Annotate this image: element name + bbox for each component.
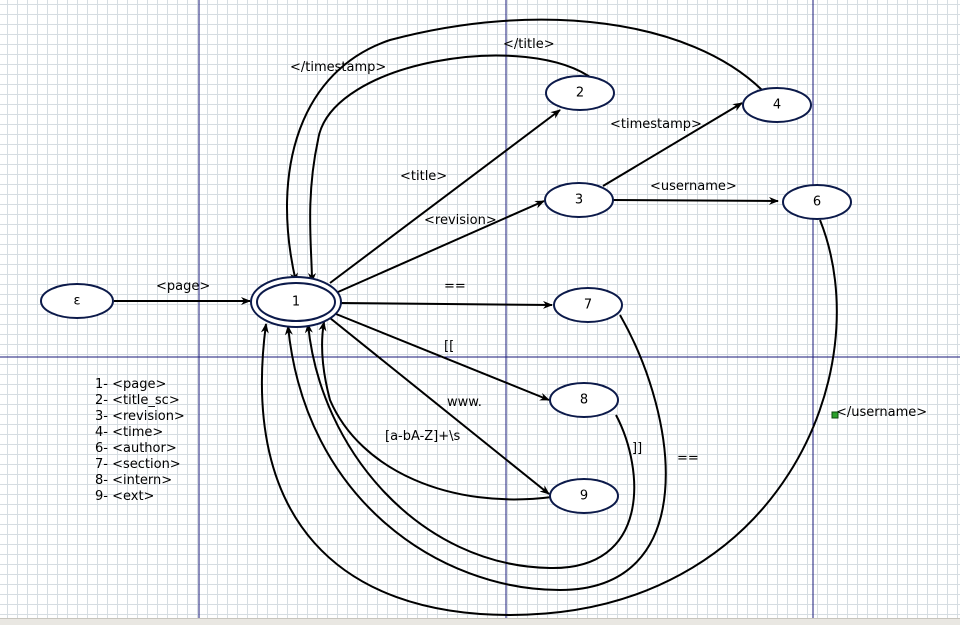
edge-9-to-1[interactable] [318,321,553,501]
state-1-label: 1 [292,295,300,310]
state-3-label: 3 [575,193,583,208]
edge-8-to-1[interactable] [304,323,636,570]
edge-1-to-7[interactable] [340,300,553,309]
edge-1-to-9[interactable] [329,317,550,495]
state-4[interactable]: 4 [742,87,812,123]
legend: 1- <page> 2- <title_sc> 3- <revision> 4-… [95,377,185,504]
edge-label-timestamp-close: </timestamp> [290,60,386,75]
state-2-label: 2 [576,86,584,101]
edge-3-to-4[interactable] [602,102,743,187]
state-8[interactable]: 8 [549,382,619,418]
edge-label-eq-section: == [444,279,466,294]
state-3[interactable]: 3 [544,182,614,218]
legend-item: 3- <revision> [95,409,185,424]
edge-label-regex: [a-bA-Z]+\s [385,429,461,444]
edge-1-to-8[interactable] [335,313,550,401]
edge-7-to-1[interactable] [284,314,667,592]
edge-2-to-1[interactable] [307,54,595,283]
edge-4-to-1[interactable] [286,18,763,283]
selection-handle[interactable] [831,411,839,419]
state-start-label: ε [73,294,80,309]
state-9[interactable]: 9 [549,478,619,514]
legend-item: 8- <intern> [95,473,172,488]
edge-label-revision: <revision> [424,213,497,228]
edge-label-username: <username> [650,179,737,194]
state-6-label: 6 [813,195,821,210]
edge-1-to-3[interactable] [337,200,545,293]
legend-item: 4- <time> [95,425,163,440]
status-bar [0,618,960,625]
state-7-label: 7 [584,298,592,313]
edge-label-page: <page> [156,279,210,294]
edge-label-timestamp: <timestamp> [610,117,702,132]
state-6[interactable]: 6 [782,184,852,220]
edge-label-bracket-close: ]] [632,441,642,456]
state-8-label: 8 [580,393,588,408]
edge-6-to-1[interactable] [260,219,838,617]
legend-item: 1- <page> [95,377,166,392]
state-1[interactable]: 1 [250,276,342,328]
state-2[interactable]: 2 [545,75,615,111]
edge-label-title: <title> [400,169,447,184]
legend-item: 7- <section> [95,457,181,472]
state-9-label: 9 [580,489,588,504]
edge-1-to-2[interactable] [329,109,561,284]
edge-label-www: www. [447,395,482,410]
state-7[interactable]: 7 [553,287,623,323]
legend-item: 9- <ext> [95,489,154,504]
legend-item: 6- <author> [95,441,177,456]
edge-label-username-close: </username> [836,405,927,420]
edge-label-eq-back: == [677,451,699,466]
legend-item: 2- <title_sc> [95,393,180,408]
state-4-label: 4 [773,98,781,113]
edge-label-title-close: </title> [503,37,555,52]
edge-3-to-6[interactable] [611,196,779,205]
edge-label-bracket-open: [[ [444,339,454,354]
state-start[interactable]: ε [40,283,114,319]
